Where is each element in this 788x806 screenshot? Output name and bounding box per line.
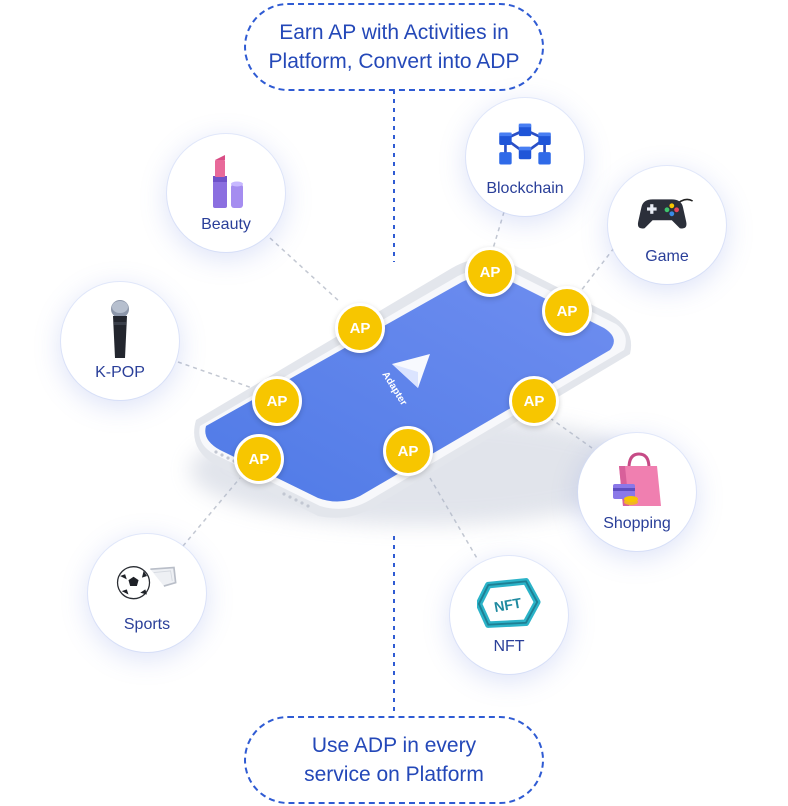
category-game: Game bbox=[608, 166, 726, 284]
ap-badge: AP bbox=[509, 376, 559, 426]
earn-ap-callout: Earn AP with Activities in Platform, Con… bbox=[244, 3, 544, 91]
beauty-label: Beauty bbox=[201, 216, 251, 233]
category-blockchain: Blockchain bbox=[466, 98, 584, 216]
adapter-logo-icon bbox=[392, 354, 430, 388]
ap-badge: AP bbox=[252, 376, 302, 426]
category-kpop: K-POP bbox=[61, 282, 179, 400]
earn-ap-line-2: Platform, Convert into ADP bbox=[268, 50, 520, 73]
ap-badge: AP bbox=[234, 434, 284, 484]
game-connector bbox=[579, 247, 615, 293]
kpop-connector bbox=[177, 361, 259, 391]
blockchain-label: Blockchain bbox=[486, 180, 564, 197]
ap-badge: AP bbox=[335, 303, 385, 353]
lipstick-icon bbox=[194, 152, 258, 210]
microphone-icon bbox=[88, 300, 152, 358]
category-sports: Sports bbox=[88, 534, 206, 652]
blockchain-cubes-icon bbox=[493, 116, 557, 174]
use-adp-callout: Use ADP in every service on Platform bbox=[244, 716, 544, 804]
game-label: Game bbox=[645, 248, 689, 265]
ap-badge: AP bbox=[465, 247, 515, 297]
category-beauty: Beauty bbox=[167, 134, 285, 252]
category-nft: NFT NFT bbox=[450, 556, 568, 674]
svg-text:NFT: NFT bbox=[493, 594, 523, 615]
gamepad-icon bbox=[635, 184, 699, 242]
kpop-label: K-POP bbox=[95, 364, 145, 381]
nft-label: NFT bbox=[493, 638, 525, 655]
earn-ap-line-1: Earn AP with Activities in bbox=[279, 21, 509, 44]
blockchain-connector bbox=[491, 211, 505, 253]
phone-screen bbox=[205, 275, 614, 502]
ap-badge: AP bbox=[383, 426, 433, 476]
ap-badge: AP bbox=[542, 286, 592, 336]
shopping-bag-icon bbox=[605, 451, 669, 509]
soccer-ball-icon bbox=[115, 552, 179, 610]
nft-hexagon-icon: NFT bbox=[477, 574, 541, 632]
category-shopping: Shopping bbox=[578, 433, 696, 551]
shopping-label: Shopping bbox=[603, 515, 671, 532]
sports-label: Sports bbox=[123, 616, 171, 633]
use-adp-line-2: service on Platform bbox=[304, 763, 484, 786]
use-adp-line-1: Use ADP in every bbox=[311, 734, 477, 757]
